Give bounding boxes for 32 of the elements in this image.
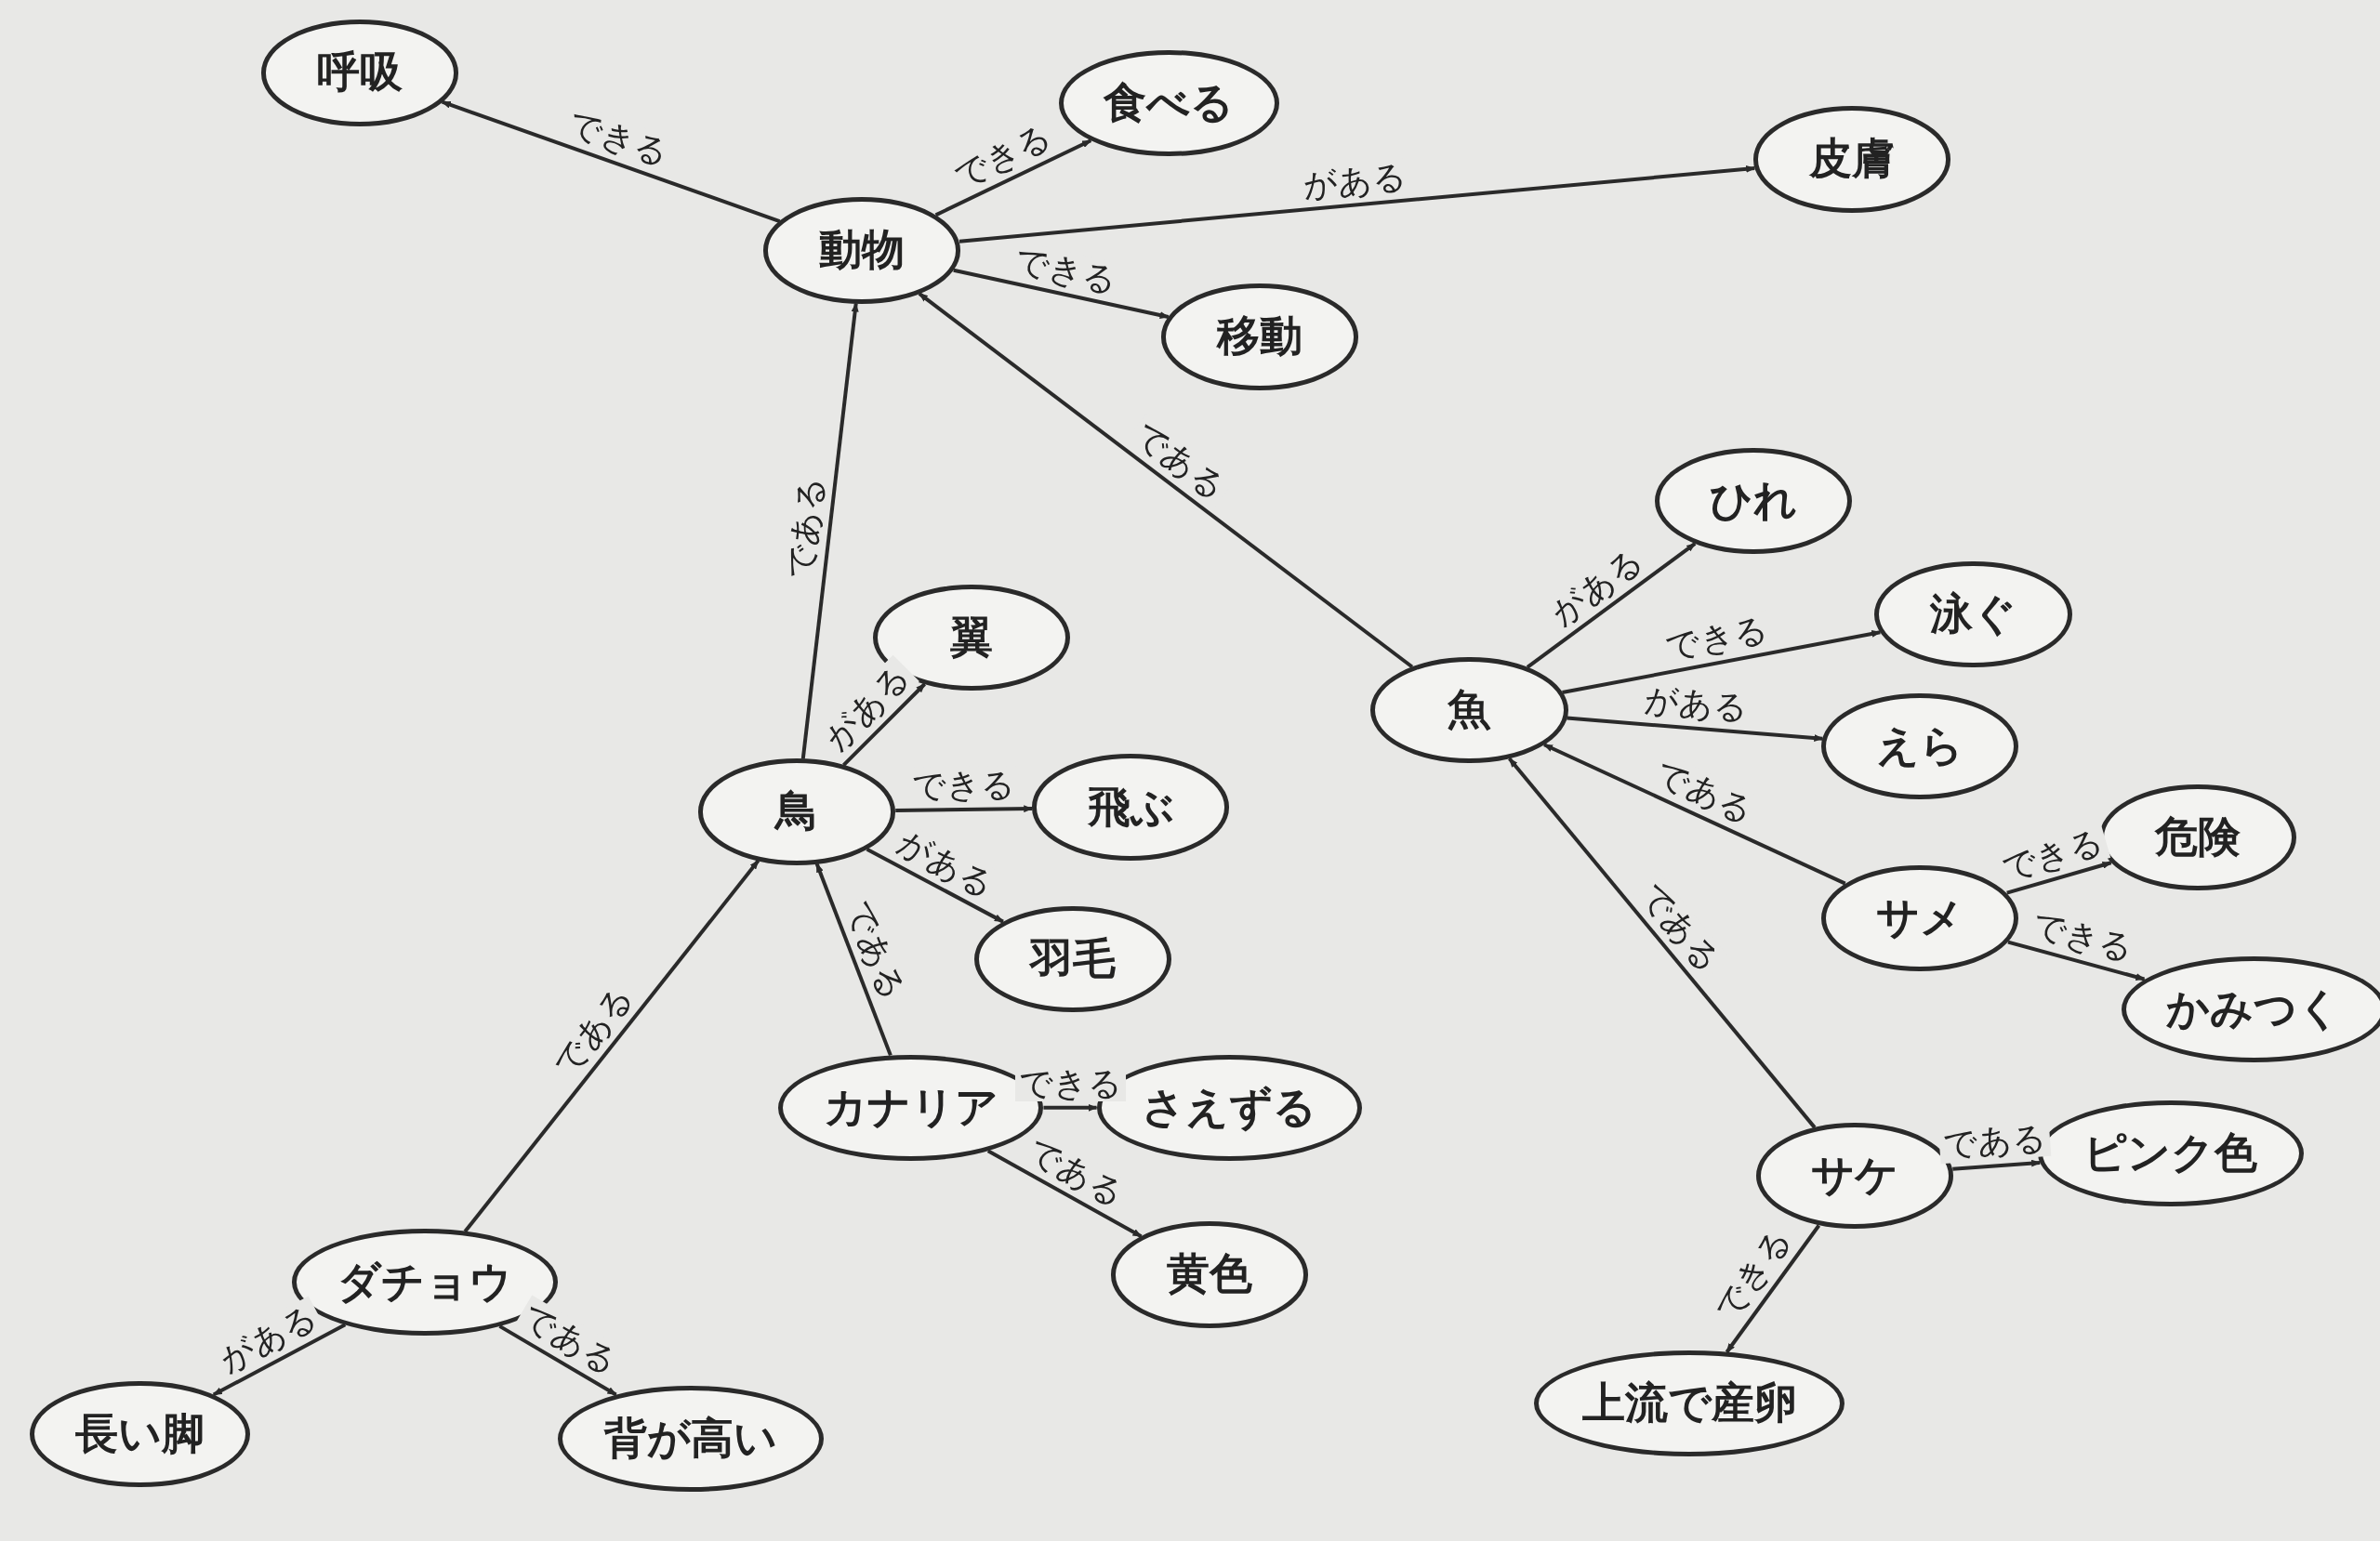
arrow bbox=[441, 99, 781, 223]
concept-ellipse: 羽毛 bbox=[974, 905, 1172, 1012]
arrow bbox=[1952, 1159, 2042, 1171]
arrow bbox=[498, 1324, 617, 1397]
concept-ellipse: 魚 bbox=[1370, 656, 1568, 764]
concept-ellipse: 長い脚 bbox=[29, 1380, 250, 1487]
concept-ellipse: ひれ bbox=[1654, 447, 1852, 554]
concept-ellipse: 動物 bbox=[763, 197, 961, 304]
concept-ellipse: 泳ぐ bbox=[1874, 561, 2072, 668]
arrow bbox=[842, 682, 926, 767]
arrow bbox=[934, 138, 1092, 217]
arrow bbox=[1043, 1103, 1098, 1112]
arrow bbox=[866, 847, 1004, 924]
arrow bbox=[1567, 716, 1824, 743]
arrow bbox=[959, 165, 1756, 244]
arrow bbox=[212, 1323, 347, 1397]
concept-ellipse: 移動 bbox=[1160, 283, 1359, 390]
arrow bbox=[918, 292, 1414, 669]
concept-ellipse: 上流で産卵 bbox=[1533, 1350, 1845, 1457]
arrow bbox=[986, 1149, 1143, 1239]
arrow bbox=[1543, 743, 1846, 886]
concept-ellipse: 皮膚 bbox=[1752, 106, 1950, 213]
arrow bbox=[800, 302, 859, 759]
concept-ellipse: 背が高い bbox=[558, 1385, 824, 1492]
arrow bbox=[1526, 542, 1697, 669]
concept-ellipse: 食べる bbox=[1058, 49, 1279, 157]
concept-ellipse: 飛ぶ bbox=[1032, 754, 1230, 861]
concept-ellipse: えら bbox=[1821, 693, 2019, 800]
concept-ellipse: 鳥 bbox=[698, 758, 896, 865]
arrow bbox=[895, 805, 1034, 813]
concept-ellipse: 呼吸 bbox=[260, 20, 459, 126]
concept-ellipse: 黄色 bbox=[1111, 1221, 1309, 1328]
